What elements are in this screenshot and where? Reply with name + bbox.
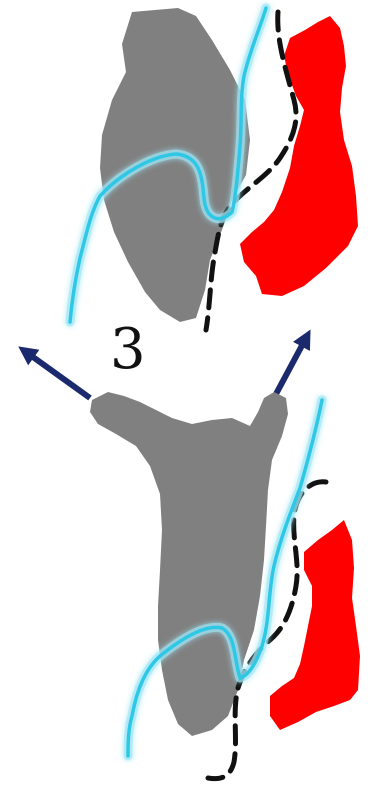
left-up-arrow: [26, 352, 90, 398]
upper-gray-mass: [100, 8, 250, 322]
lower-panel: [26, 338, 360, 779]
upper-red-mass: [240, 16, 358, 296]
step-number-label: 3: [110, 322, 146, 378]
lower-gray-mass: [90, 392, 288, 736]
upper-panel: [70, 8, 358, 330]
lower-red-mass: [270, 520, 360, 730]
right-up-arrow: [276, 338, 306, 394]
